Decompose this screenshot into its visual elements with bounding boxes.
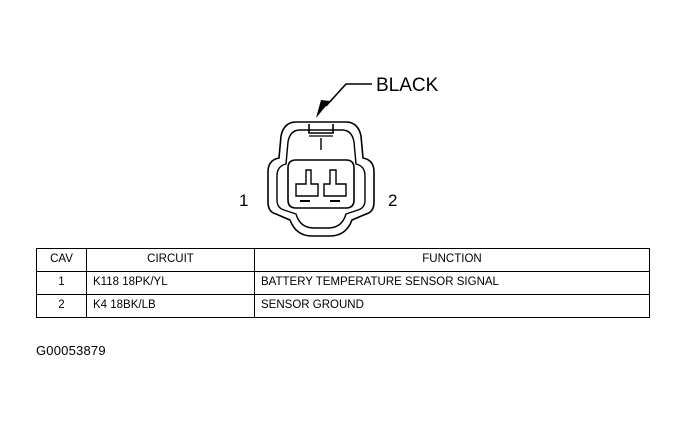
terminal-cavity-1 bbox=[295, 169, 319, 202]
pin-1-label: 1 bbox=[239, 191, 248, 210]
table-header-row: CAV CIRCUIT FUNCTION bbox=[36, 248, 650, 272]
terminal-cavity-2 bbox=[323, 169, 347, 202]
table-row: 2 K4 18BK/LB SENSOR GROUND bbox=[36, 294, 650, 318]
circuit-cell: K118 18PK/YL bbox=[86, 271, 255, 295]
cav-cell: 1 bbox=[36, 271, 87, 295]
pinout-table: CAV CIRCUIT FUNCTION 1 K118 18PK/YL BATT… bbox=[36, 248, 650, 318]
figure-id: G00053879 bbox=[36, 343, 106, 358]
column-header-cav: CAV bbox=[36, 248, 87, 272]
function-cell: SENSOR GROUND bbox=[254, 294, 650, 318]
column-header-circuit: CIRCUIT bbox=[86, 248, 255, 272]
function-cell: BATTERY TEMPERATURE SENSOR SIGNAL bbox=[254, 271, 650, 295]
connector-housing bbox=[267, 121, 375, 237]
connector-diagram: BLACK 1 2 bbox=[239, 75, 439, 237]
cav-cell: 2 bbox=[36, 294, 87, 318]
color-leader-line bbox=[325, 83, 372, 107]
circuit-cell: K4 18BK/LB bbox=[86, 294, 255, 318]
leader-arrowhead bbox=[316, 100, 330, 118]
connector-color-label: BLACK bbox=[376, 75, 439, 96]
pin-2-label: 2 bbox=[388, 191, 397, 210]
column-header-function: FUNCTION bbox=[254, 248, 650, 272]
table-row: 1 K118 18PK/YL BATTERY TEMPERATURE SENSO… bbox=[36, 271, 650, 295]
